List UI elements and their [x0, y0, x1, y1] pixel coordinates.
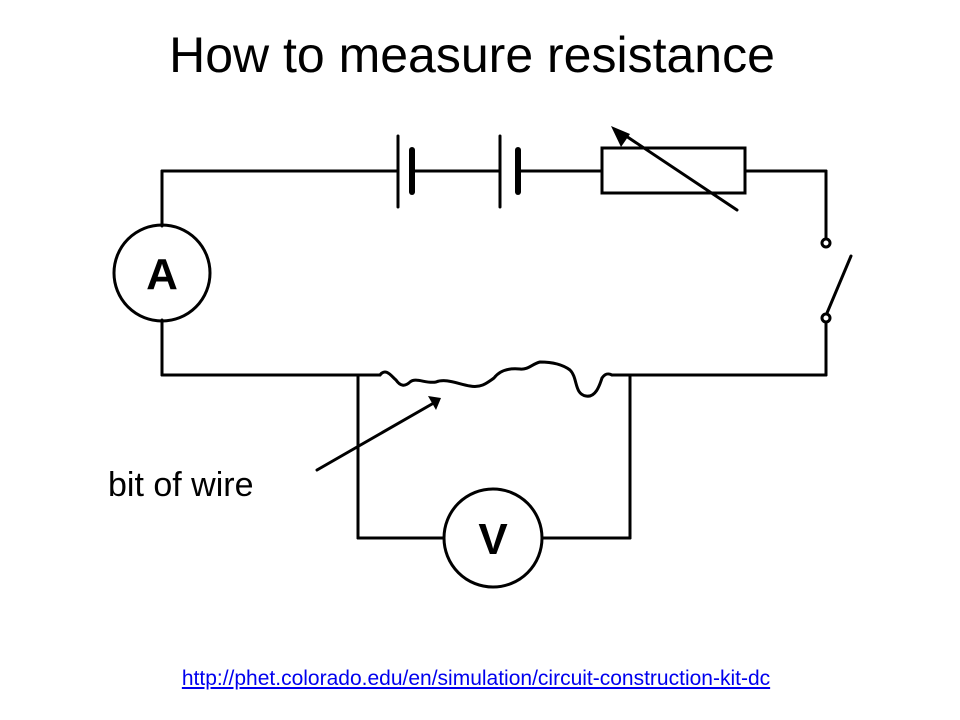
voltmeter-label: V [478, 515, 508, 564]
simulation-link-container: http://phet.colorado.edu/en/simulation/c… [0, 668, 952, 689]
switch-lever [825, 254, 853, 315]
test-wire-squiggle [378, 360, 614, 398]
wire-label: bit of wire [108, 466, 254, 504]
ammeter-label: A [146, 250, 178, 299]
variable-resistor-arrowhead [611, 126, 630, 147]
label-arrowhead [428, 396, 441, 410]
simulation-link[interactable]: http://phet.colorado.edu/en/simulation/c… [181, 667, 771, 690]
label-arrow-shaft [315, 402, 434, 472]
switch-contact-bottom [820, 312, 832, 324]
switch-contact-top [820, 237, 832, 249]
variable-resistor-body [600, 146, 747, 195]
page-title: How to measure resistance [169, 27, 775, 83]
variable-resistor-arrow-shaft [618, 130, 739, 212]
